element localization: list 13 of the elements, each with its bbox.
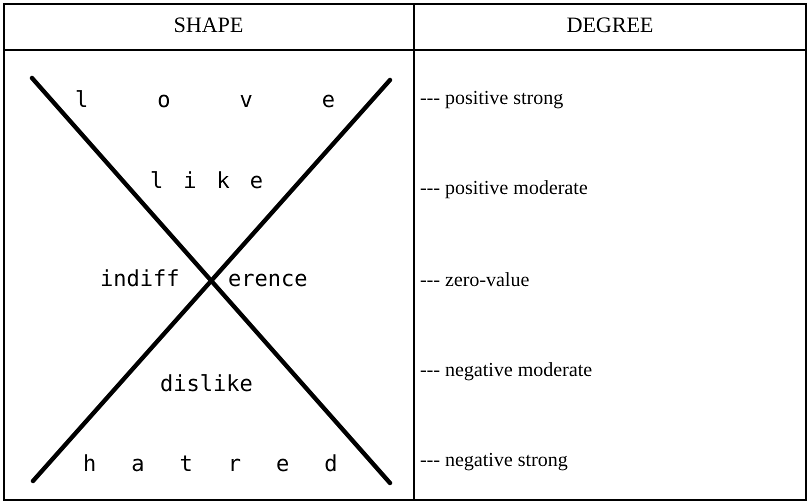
degree-label: --- zero-value xyxy=(420,270,530,290)
degree-label: --- negative moderate xyxy=(420,360,592,380)
shape-word: indiff xyxy=(100,269,180,291)
shape-word: love xyxy=(75,90,404,112)
shape-word: dislike xyxy=(160,374,253,396)
shape-word: erence xyxy=(228,269,308,291)
shape-word: hatred xyxy=(83,454,372,476)
degree-label: --- positive moderate xyxy=(420,178,588,198)
shape-word: like xyxy=(150,171,283,193)
column-header: SHAPE xyxy=(172,14,244,36)
degree-label: --- negative strong xyxy=(420,450,568,470)
column-header: DEGREE xyxy=(566,14,654,36)
degree-label: --- positive strong xyxy=(420,88,564,108)
